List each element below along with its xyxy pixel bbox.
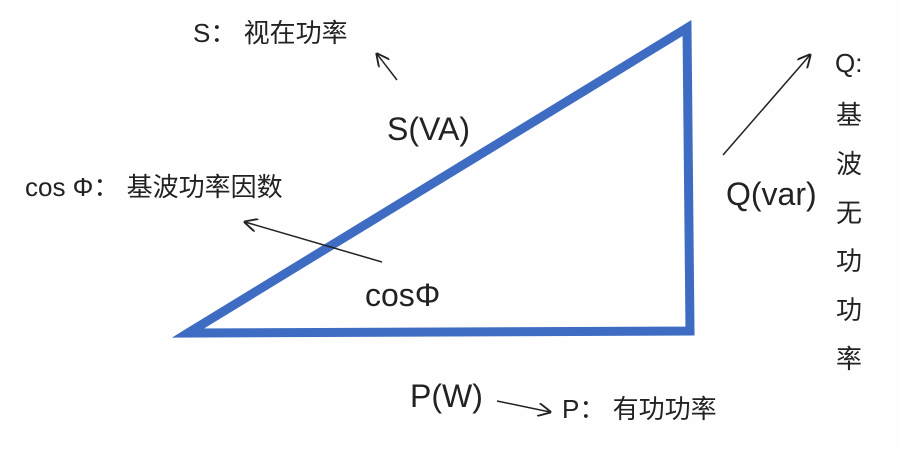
s-definition: S： 视在功率: [193, 18, 348, 48]
q-definition-char: 基: [836, 100, 862, 130]
q-definition-char: 功: [836, 246, 862, 276]
arrow-s: [377, 54, 398, 81]
p-side-label: P(W): [410, 378, 483, 414]
p-definition: P： 有功功率: [562, 394, 717, 424]
arrow-cos: [245, 222, 383, 263]
q-definition-char: 波: [836, 149, 862, 179]
power-triangle: [171, 20, 695, 338]
angle-label: cosΦ: [365, 277, 440, 313]
q-definition-char: 功: [836, 295, 862, 325]
q-definition-char: 率: [836, 344, 862, 374]
cos-definition: cos Φ： 基波功率因数: [25, 172, 283, 202]
q-side-label: Q(var): [726, 176, 817, 212]
arrow-p: [496, 400, 550, 412]
s-side-label: S(VA): [387, 111, 470, 147]
arrow-q: [722, 55, 810, 156]
q-definition-char: 无: [836, 198, 862, 228]
q-definition-prefix: Q:: [835, 48, 862, 78]
